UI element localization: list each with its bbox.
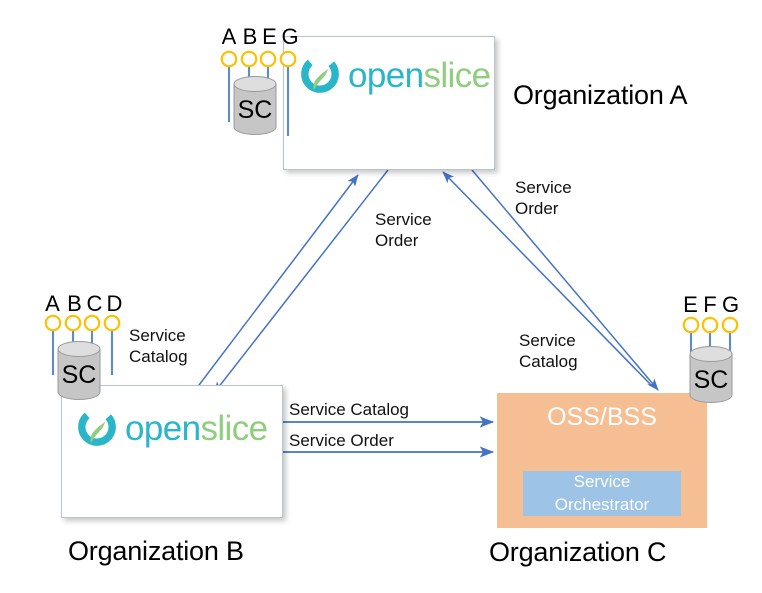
org-c-item-1: F xyxy=(703,292,717,317)
edge-label-a-c-order-line1: Service xyxy=(515,178,572,197)
edge-label-b-a-order-line2: Order xyxy=(375,230,419,250)
org-c-marker-2 xyxy=(721,316,739,334)
connector-org-b-to-org-a xyxy=(195,169,389,394)
openslice-mark-icon xyxy=(301,55,339,93)
org-a-item-3: G xyxy=(281,24,299,49)
org-b-marker-2 xyxy=(83,314,101,332)
org-a-catalog-cylinder-icon: SC xyxy=(233,76,277,135)
org-a-marker-3 xyxy=(279,50,297,68)
edge-label-c-a-catalog-line1: Service xyxy=(519,331,576,350)
logo-slice-text: slice xyxy=(423,55,491,95)
org-c-item-2: G xyxy=(721,292,740,317)
org-c-system-title: OSS/BSS xyxy=(547,403,657,431)
edge-label-org-b-catalog-line2: Catalog xyxy=(129,346,188,366)
org-c-catalog-db-label: SC xyxy=(694,366,729,394)
org-a-marker-2 xyxy=(259,50,277,68)
edge-label-org-b-catalog: Service Catalog xyxy=(129,326,188,367)
service-orchestrator-line2: Orchestrator xyxy=(554,494,650,514)
org-c-item-0: E xyxy=(683,292,698,317)
org-c-catalog-cylinder-icon: SC xyxy=(689,346,733,403)
org-c-ossbss-box[interactable]: OSS/BSS Service Orchestrator xyxy=(497,393,707,528)
org-b-item-3: D xyxy=(106,291,123,316)
org-a-box[interactable] xyxy=(283,36,495,170)
org-c-label: Organization C xyxy=(489,537,667,567)
edge-label-a-c-order-line2: Order xyxy=(515,198,559,218)
service-orchestrator-label: Service Orchestrator xyxy=(555,471,649,515)
logo-open-text: open xyxy=(348,55,424,95)
org-c-marker-0 xyxy=(682,316,700,334)
org-a-label: Organization A xyxy=(513,80,688,110)
org-a-catalog-db-label: SC xyxy=(238,96,273,124)
org-b-catalog-cylinder-icon: SC xyxy=(57,341,101,400)
org-b-item-1: B xyxy=(67,291,82,316)
org-a-item-1: B xyxy=(242,24,258,49)
org-b-openslice-logo: openslice xyxy=(75,406,268,450)
openslice-mark-icon xyxy=(78,408,116,446)
org-b-marker-1 xyxy=(64,314,82,332)
org-c-marker-1 xyxy=(701,316,719,334)
org-a-openslice-logo: openslice xyxy=(298,53,491,97)
org-a-item-0: A xyxy=(221,24,237,49)
edge-label-a-c-order: Service Order xyxy=(515,178,572,219)
service-orchestrator-line1: Service xyxy=(573,472,631,492)
edge-label-b-c-catalog: Service Catalog xyxy=(289,400,410,419)
org-b-catalog-db-label: SC xyxy=(62,361,97,389)
edge-label-b-a-order-line1: Service xyxy=(375,210,432,229)
org-b-item-2: C xyxy=(86,291,103,316)
org-b-item-0: A xyxy=(45,291,60,316)
edge-label-b-c-order: Service Order xyxy=(289,431,394,450)
org-b-marker-0 xyxy=(44,314,62,332)
org-a-marker-1 xyxy=(240,50,258,68)
edge-label-b-a-order: Service Order xyxy=(375,210,432,251)
org-a-marker-0 xyxy=(220,50,238,68)
org-a-item-2: E xyxy=(262,24,277,49)
connector-org-a-to-org-c xyxy=(442,169,659,391)
logo-slice-text: slice xyxy=(200,408,268,448)
edge-label-c-a-catalog-line2: Catalog xyxy=(519,351,578,371)
org-b-label: Organization B xyxy=(68,536,244,566)
edge-label-c-a-catalog: Service Catalog xyxy=(519,331,578,372)
logo-open-text: open xyxy=(125,408,201,448)
service-orchestrator-box[interactable]: Service Orchestrator xyxy=(523,471,681,516)
org-b-box[interactable] xyxy=(61,385,283,518)
edge-label-org-b-catalog-line1: Service xyxy=(129,326,186,345)
org-b-marker-3 xyxy=(103,314,121,332)
